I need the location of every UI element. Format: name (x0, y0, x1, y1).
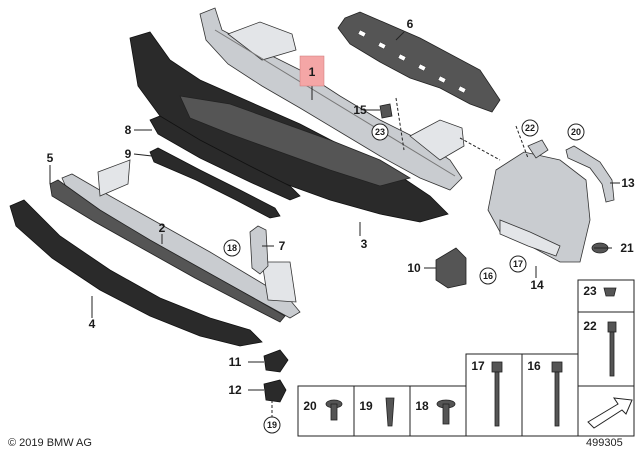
diagram-number: 499305 (586, 437, 623, 449)
ref-17-lower: 17 (513, 259, 523, 269)
hw-cell-19 (353, 385, 411, 437)
part-7-bracket (249, 225, 269, 275)
ref-18-left: 18 (227, 243, 237, 253)
orientation-arrow-icon (587, 397, 633, 429)
circled-refs: 23 22 20 18 16 17 19 (223, 119, 585, 434)
label-2: 2 (159, 221, 166, 235)
part-13-strip (565, 145, 615, 203)
leader-lines (49, 31, 620, 420)
label-8: 8 (125, 123, 132, 137)
part-10-bracket (435, 247, 467, 289)
hw-label-18: 18 (415, 399, 429, 413)
hw-label-22: 22 (583, 319, 597, 333)
label-14: 14 (530, 278, 544, 292)
part-14-bracket (487, 151, 591, 263)
ref-16-lower: 16 (483, 271, 493, 281)
ref-22-upper: 22 (525, 123, 535, 133)
hw-label-19: 19 (359, 399, 373, 413)
label-5: 5 (47, 151, 54, 165)
part-8-strip (149, 115, 301, 201)
ref-23-upper: 23 (375, 127, 385, 137)
part-1-carrier (199, 7, 465, 191)
part-2-lower-carrier (61, 159, 301, 319)
label-15: 15 (353, 103, 367, 117)
part-4-lip (9, 199, 263, 347)
label-21: 21 (620, 241, 634, 255)
hw-label-20: 20 (303, 399, 317, 413)
hw-label-17: 17 (471, 359, 485, 373)
hw-label-16: 16 (527, 359, 541, 373)
ref-19-lower: 19 (267, 420, 277, 430)
label-10: 10 (407, 261, 421, 275)
label-6: 6 (407, 17, 414, 31)
label-7: 7 (279, 239, 286, 253)
part-1-highlight-box (299, 55, 325, 87)
label-9: 9 (125, 147, 132, 161)
part-20-clip (527, 139, 549, 159)
label-11: 11 (229, 355, 242, 369)
hw-cell-16 (521, 353, 579, 437)
copyright-text: © 2019 BMW AG (8, 437, 92, 449)
ref-20-upper: 20 (571, 127, 581, 137)
hw-cell-22 (577, 311, 635, 387)
label-3: 3 (361, 237, 368, 251)
part-6-bracket (337, 11, 501, 113)
part-9-strip (149, 147, 281, 219)
label-13: 13 (621, 176, 635, 190)
label-12: 12 (228, 383, 242, 397)
label-4: 4 (89, 317, 96, 331)
part-5-grille (49, 179, 286, 323)
hw-cell-18 (409, 385, 467, 437)
label-1: 1 (309, 65, 316, 79)
hw-label-23: 23 (583, 284, 597, 298)
part-15-clip (379, 103, 393, 119)
part-11-clip (263, 349, 289, 373)
hardware-table: 23 22 20 19 18 17 16 (297, 279, 635, 437)
part-labels: 1 6 15 8 9 5 2 3 7 4 13 21 14 10 11 12 (47, 17, 635, 397)
part-12-clip (263, 379, 287, 403)
hw-cell-20 (297, 385, 355, 437)
